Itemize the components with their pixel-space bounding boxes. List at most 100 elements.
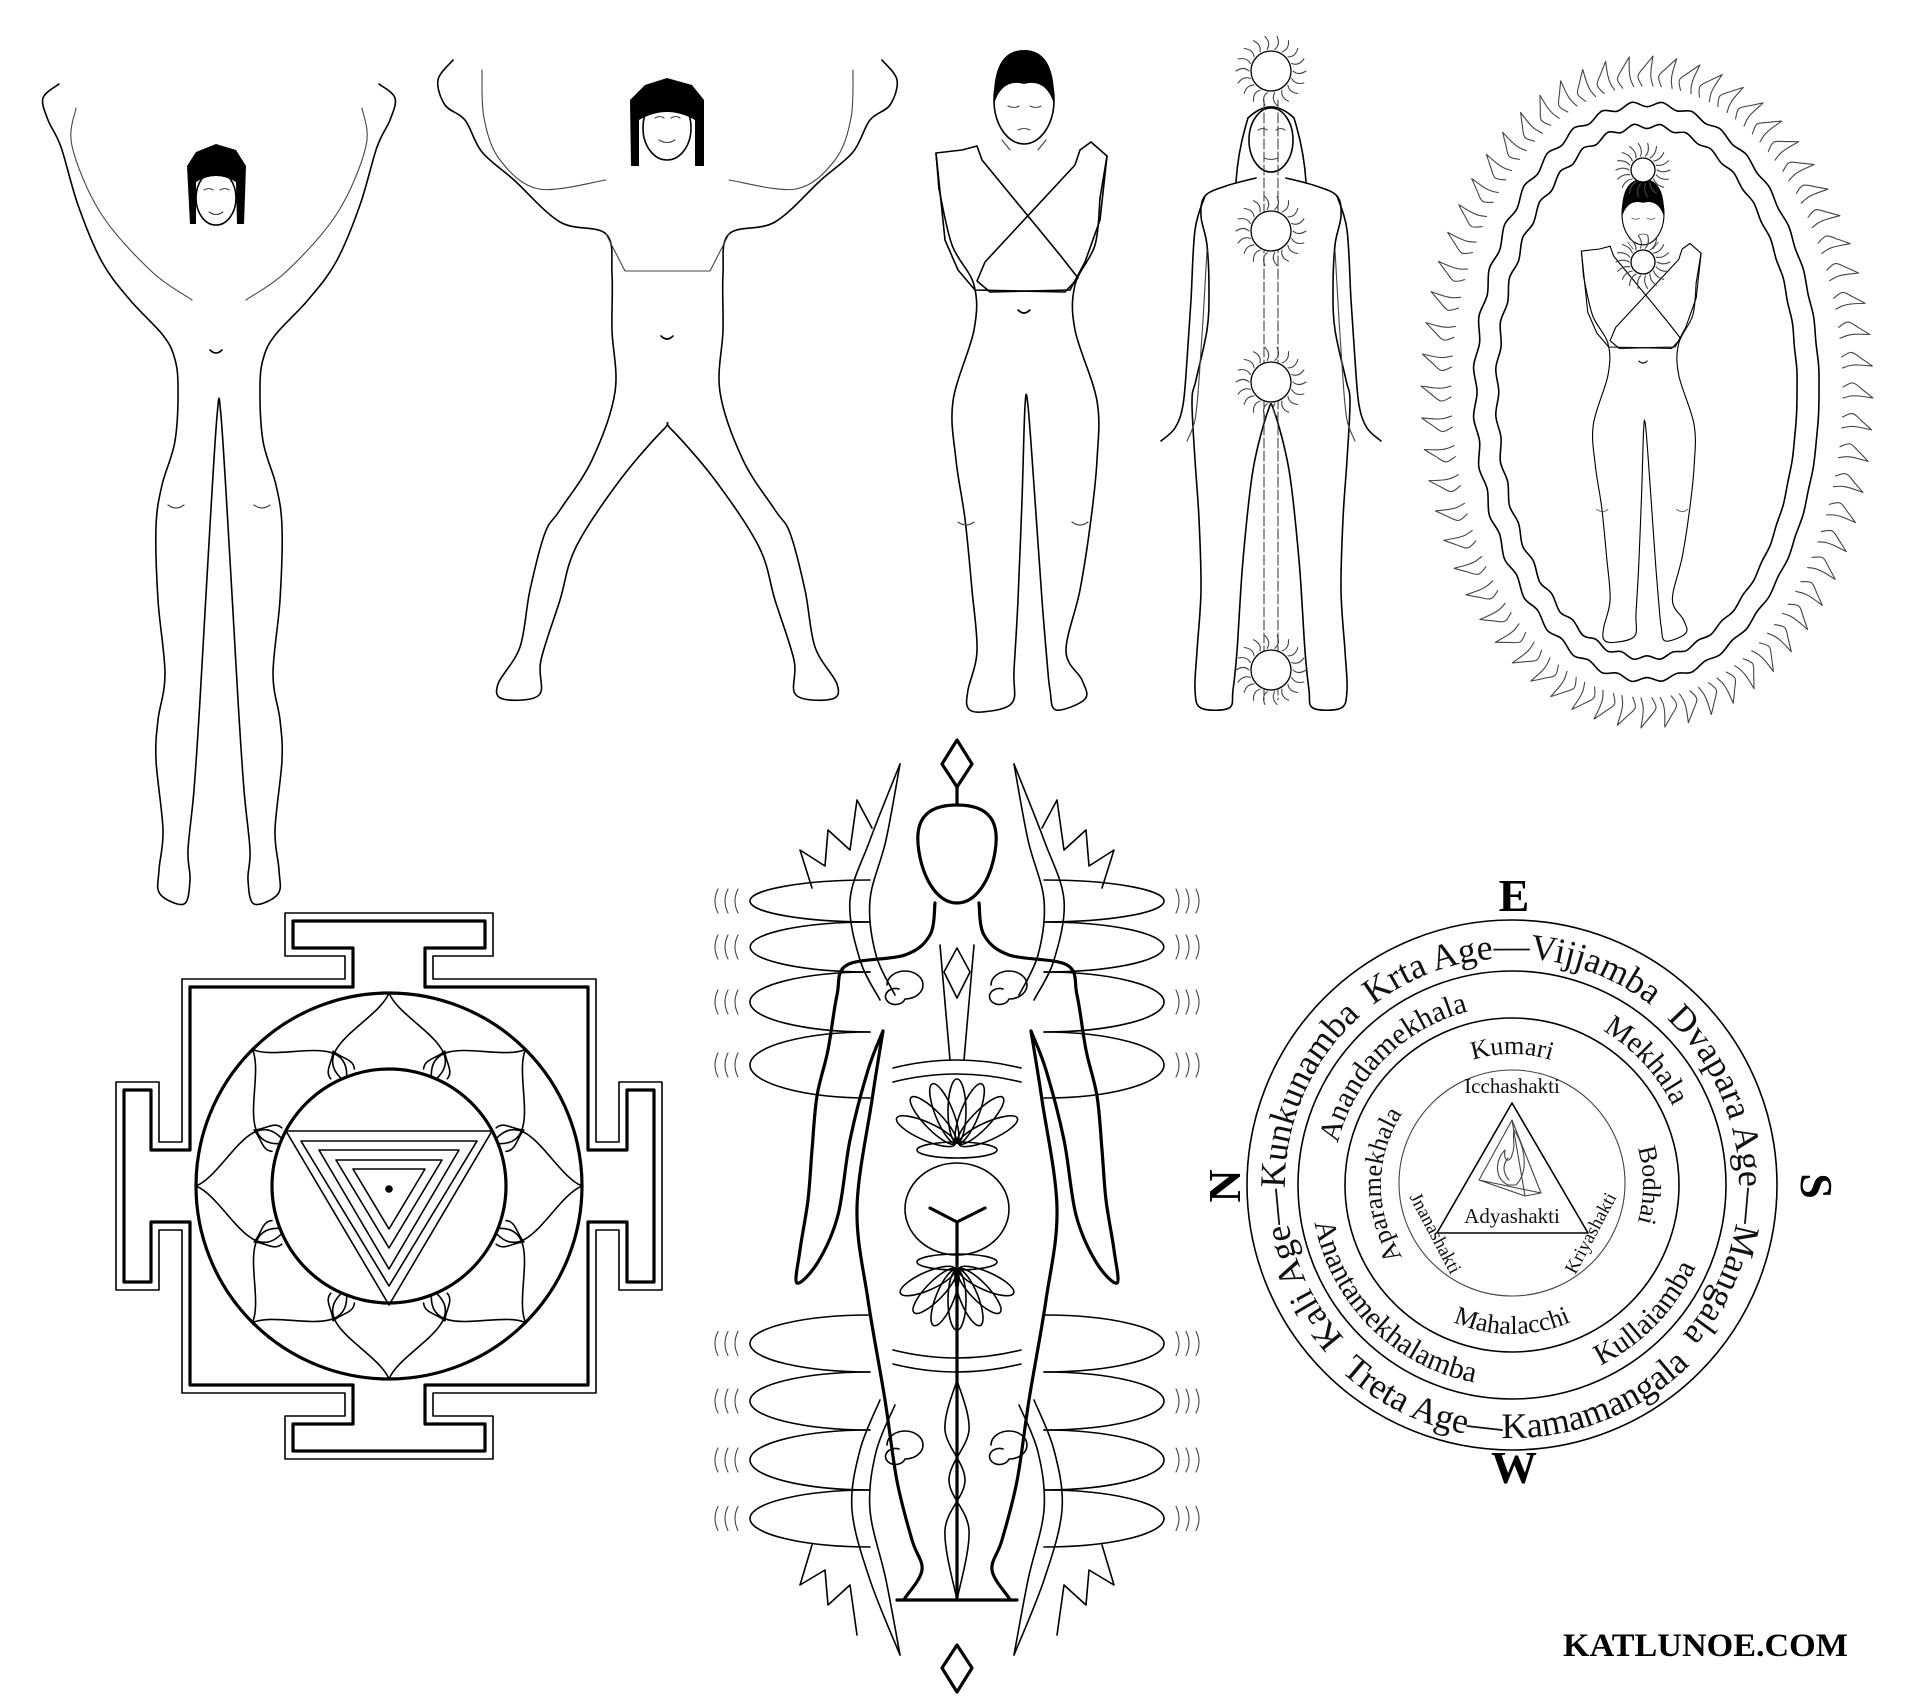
aura-flame [1767,624,1792,653]
aura-flame [1735,102,1764,127]
aura-flame [1832,473,1864,493]
aura-flame [1485,153,1513,181]
vibration-mark-right [1195,1447,1200,1473]
sun-ray [1291,388,1305,396]
face [195,170,237,226]
cloud-lobe-left [749,1031,871,1099]
aura-flame [1471,178,1499,203]
aura-flame [1453,555,1487,575]
sun-ray [1617,160,1631,166]
inner-circle [270,1067,508,1305]
sun-ray [1262,92,1268,107]
bindu-dot [385,1185,393,1193]
sun-ray [1281,351,1290,364]
sun-ray [1264,346,1270,361]
sun-ray [1287,358,1299,369]
aura-flame [1428,474,1461,493]
aura-flame [1782,161,1815,182]
sun-ray [1637,234,1642,249]
aura-flame [1795,184,1829,204]
sun-ray [1649,238,1658,251]
vibration-mark-right [1185,1330,1190,1357]
sun-ray [1287,646,1299,657]
sun-ray [1644,234,1649,249]
aura-flame [1557,80,1578,113]
aura-oval-outer [1472,101,1820,683]
sun-ray [1655,174,1669,180]
vibration-mark-right [1185,1505,1190,1532]
channel-braid-1 [944,1379,966,1601]
sun-ray [1281,200,1290,213]
aura-flame [1616,56,1635,89]
cloud-lobe-left [749,921,871,973]
cloud-lobe-left [749,1429,871,1491]
sun-ray [1274,346,1280,361]
aura-flame [1637,55,1654,87]
upper-lotus-petal [947,1078,967,1144]
sun-ray [1287,395,1299,406]
heart-sun [1615,234,1671,290]
ring-second [1297,970,1727,1400]
sun-ray [1272,92,1278,107]
sun-ray [1281,400,1290,413]
aura-flame [1502,131,1527,160]
face-features [1257,127,1286,161]
inverted-triangle-4 [335,1159,443,1249]
right-forearm [976,141,1108,293]
cloud-lobe-left [749,1489,871,1548]
sun-ray [1243,84,1255,95]
aura-flame [1571,681,1596,710]
vibration-mark-left [724,1388,729,1414]
left-inner-arm [481,69,607,191]
aura-flame [1795,581,1823,606]
aura-flame [1838,321,1871,339]
inverted-triangle-5 [352,1168,426,1230]
vibration-mark-left [724,888,729,914]
aura-flame [1658,58,1678,89]
sun-ray [1656,261,1671,265]
sun-ray [1281,249,1290,262]
cloud-lobe-left [749,1371,871,1431]
lotus-petal [331,992,447,1079]
sun-disc [1250,50,1292,92]
outer-label-west: Treta Age—Kamamangala [1335,1341,1695,1446]
sun-disc [1630,249,1656,275]
sun-ray [1653,178,1665,188]
aura-flame [1826,263,1860,282]
sun-ray [1252,40,1261,53]
vibration-mark-left [714,1052,719,1078]
aura-flame [1425,322,1457,341]
sun-ray [1264,634,1270,649]
inner-label-2: Bodhai [1632,1143,1666,1228]
right-arm-inner [1186,249,1208,442]
body-outline [938,188,1101,714]
flame-tongue-left [868,763,901,996]
sun-ray [1272,691,1278,706]
sun-ray [1637,183,1642,198]
vibration-mark-left [714,934,719,960]
sun-ray [1281,639,1290,652]
flame-tongue-right [1013,1399,1064,1656]
sun-ray [1292,669,1307,674]
shoulders [935,152,1108,199]
upper-band [892,1059,1022,1083]
bhupura-inner [122,919,656,1453]
sun-ray [1655,252,1669,258]
body-outline [1191,177,1351,712]
aura-flame [1678,690,1698,724]
aura-flame [1520,111,1543,142]
base-diamond [940,1643,974,1694]
pyramid [1478,1119,1542,1197]
vibration-mark-right [1195,1052,1200,1078]
lower-lotus-petal [957,1265,1015,1297]
sun-ray [1644,275,1649,290]
sun-ray [1649,181,1658,194]
inverted-triangle-2 [300,1140,478,1287]
aura-flame [1716,671,1737,704]
sun-ray [1628,181,1637,194]
aura-flame [1751,120,1783,143]
sun-ray [1653,152,1665,162]
sun-ray [1243,646,1255,657]
right-inner-arm [245,107,368,301]
sun-ray [1291,58,1305,65]
